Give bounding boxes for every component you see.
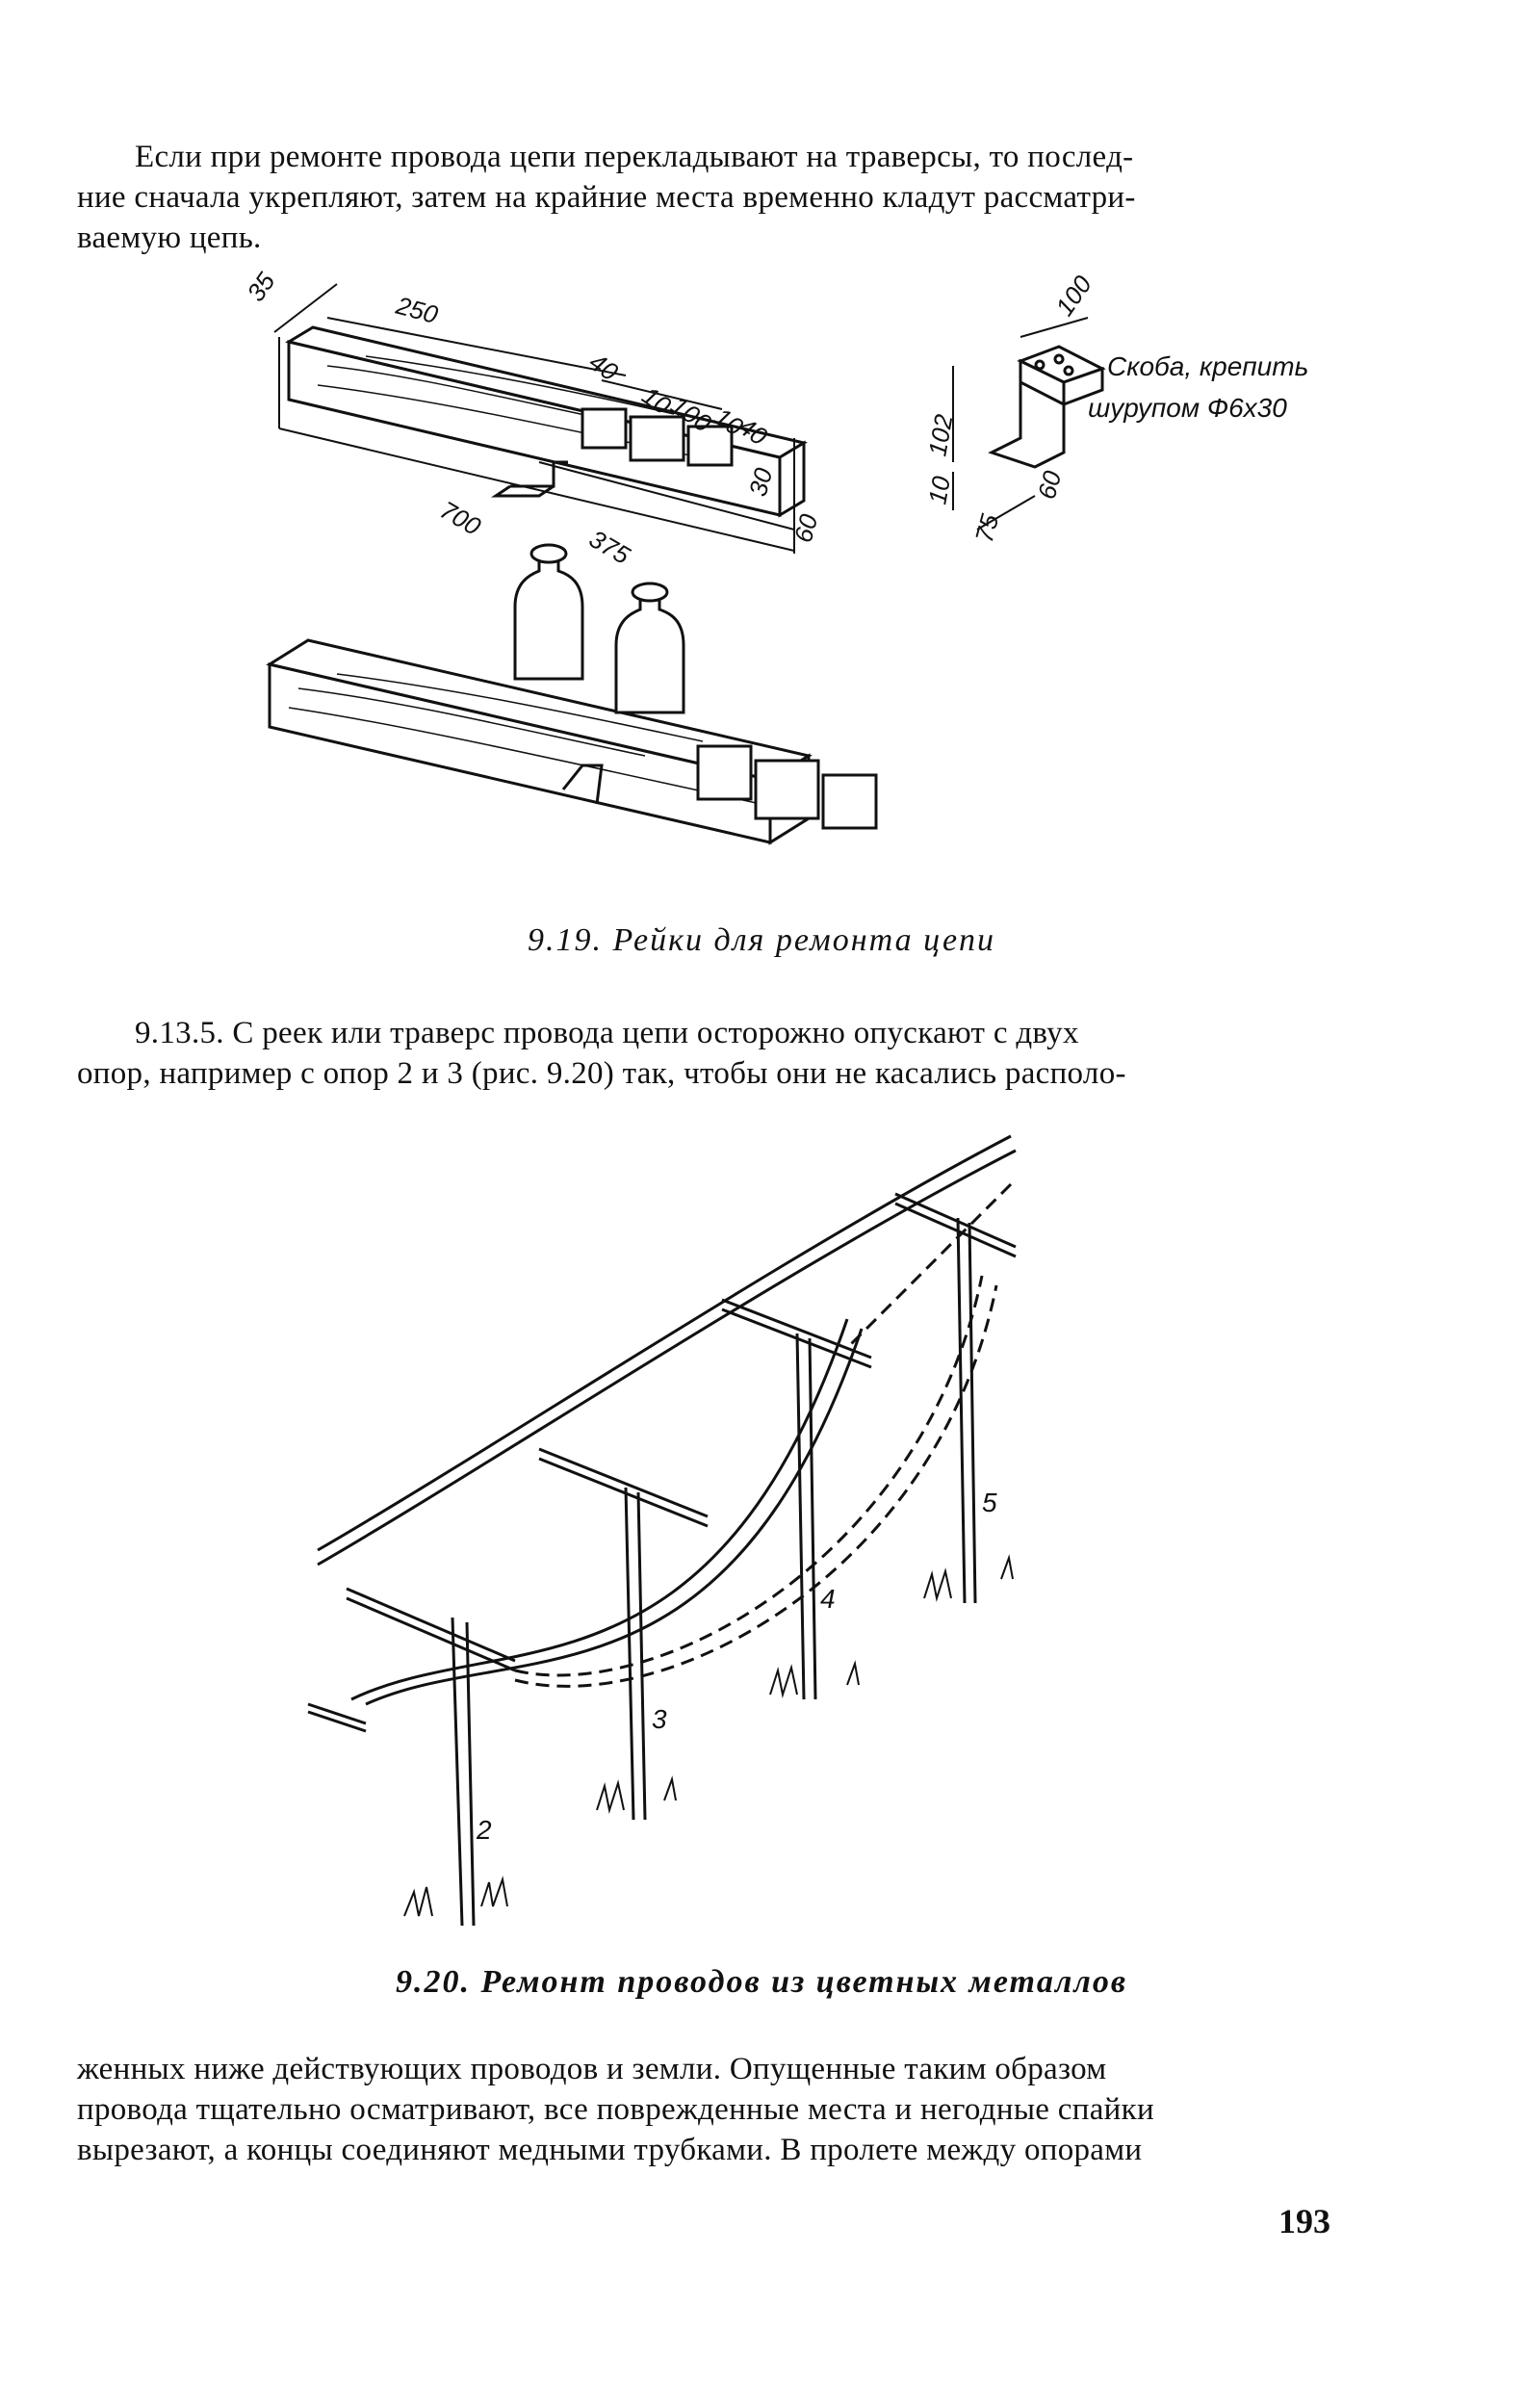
dim-label: 250 (392, 291, 441, 330)
text-line: 9.13.5. С реек или траверс провода цепи … (135, 1016, 1079, 1050)
dim-label: 60 (1032, 467, 1068, 502)
text-line: женных ниже действующих проводов и земли… (77, 2052, 1107, 2086)
figure-caption: 9.19. Рейки для ремонта цепи (527, 922, 996, 958)
text-line: провода тщательно осматривают, все повре… (77, 2092, 1154, 2127)
figure-caption: 9.20. Ремонт проводов из цветных металло… (395, 1964, 1128, 2000)
pole-label: 4 (820, 1584, 836, 1614)
paragraph-continuation: женных ниже действующих проводов и земли… (77, 2049, 1348, 2170)
paragraph-intro: Если при ремонте провода цепи перекладыв… (77, 137, 1348, 258)
text-line: опор, например с опор 2 и 3 (рис. 9.20) … (77, 1056, 1126, 1091)
dim-label: 40 (584, 347, 624, 386)
text-line: ваемую цепь. (77, 220, 262, 255)
dim-label: 60 (788, 510, 824, 545)
dim-label: 375 (584, 524, 635, 570)
dim-label: 35 (241, 267, 280, 306)
dim-label: 700 (435, 495, 486, 541)
pole-label: 2 (476, 1815, 492, 1845)
dim-label: 10 (922, 474, 956, 506)
pole-label: 3 (652, 1704, 667, 1734)
figure-rails-diagram: 35 250 40 10 100 10 40 30 60 700 375 100… (241, 267, 1308, 845)
figure-poles-diagram: 2 3 4 5 (307, 1134, 1017, 1927)
bracket-note: шурупом Ф6х30 (1088, 393, 1287, 423)
text-line: вырезают, а концы соединяют медными труб… (77, 2133, 1143, 2167)
text-line: Если при ремонте провода цепи перекладыв… (135, 140, 1134, 174)
pole-label: 5 (982, 1488, 997, 1517)
bracket-note: Скоба, крепить (1107, 351, 1308, 381)
text-line: ние сначала укрепляют, затем на крайние … (77, 180, 1136, 215)
dim-label: 100 (1049, 270, 1097, 321)
page-number: 193 (1278, 2202, 1330, 2240)
paragraph-procedure: 9.13.5. С реек или траверс провода цепи … (77, 1013, 1348, 1094)
